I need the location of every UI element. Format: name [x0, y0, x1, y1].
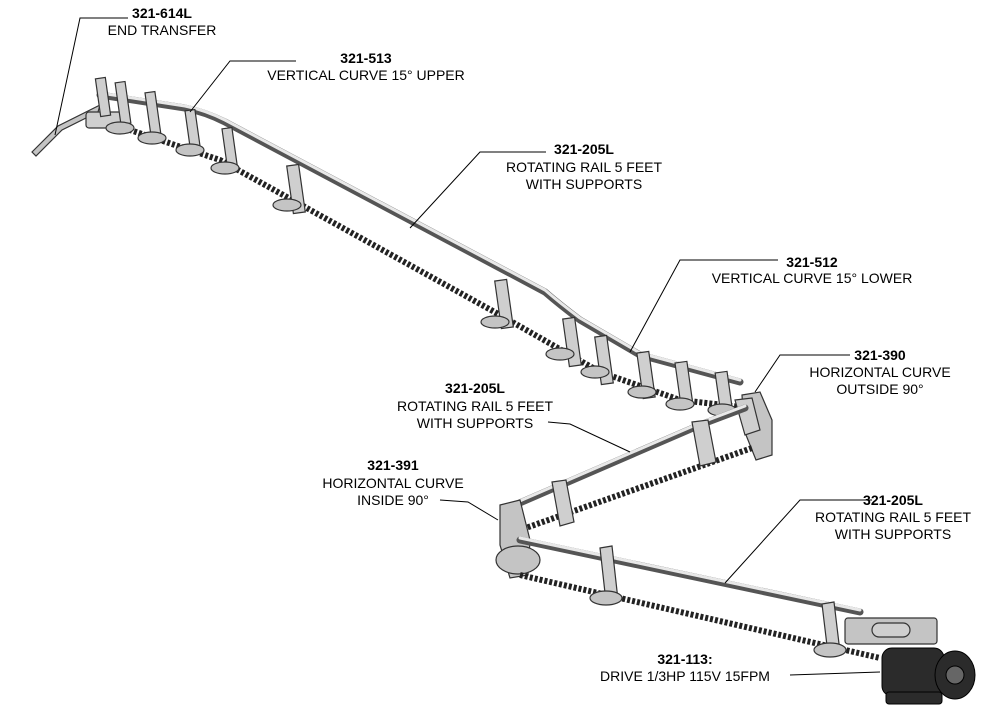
- label-rotating-rail-bottom-line-1: ROTATING RAIL 5 FEET: [815, 509, 972, 525]
- label-rotating-rail-middle-line-2: WITH SUPPORTS: [417, 415, 533, 431]
- label-vertical-curve-upper-line-1: VERTICAL CURVE 15° UPPER: [267, 67, 465, 83]
- label-rotating-rail-bottom-line-2: WITH SUPPORTS: [835, 526, 951, 542]
- label-horizontal-curve-inside: 321-391 HORIZONTAL CURVE INSIDE 90°: [322, 457, 463, 508]
- label-horizontal-curve-inside-line-2: INSIDE 90°: [357, 492, 429, 508]
- label-drive-part: 321-113:: [657, 651, 712, 667]
- label-rotating-rail-middle: 321-205L ROTATING RAIL 5 FEET WITH SUPPO…: [397, 380, 554, 431]
- label-vertical-curve-lower: 321-512 VERTICAL CURVE 15° LOWER: [712, 254, 913, 286]
- label-vertical-curve-upper-part: 321-513: [340, 50, 392, 66]
- inside-curve: [495, 499, 541, 579]
- label-rotating-rail-top-line-1: ROTATING RAIL 5 FEET: [506, 159, 663, 175]
- label-rotating-rail-top-part: 321-205L: [554, 141, 614, 157]
- leader-lines: [54, 17, 881, 676]
- label-horizontal-curve-inside-part: 321-391: [367, 457, 419, 473]
- label-rotating-rail-top-line-2: WITH SUPPORTS: [526, 176, 642, 192]
- label-rotating-rail-top: 321-205L ROTATING RAIL 5 FEET WITH SUPPO…: [506, 141, 663, 192]
- bottom-rail: [516, 536, 881, 661]
- label-vertical-curve-lower-line-1: VERTICAL CURVE 15° LOWER: [712, 270, 913, 286]
- label-horizontal-curve-inside-line-1: HORIZONTAL CURVE: [322, 475, 463, 491]
- label-end-transfer-part: 321-614L: [132, 5, 192, 21]
- end-transfer-plate: [31, 103, 125, 157]
- label-end-transfer: 321-614L END TRANSFER: [108, 5, 217, 38]
- label-horizontal-curve-outside-line-2: OUTSIDE 90°: [836, 381, 923, 397]
- label-horizontal-curve-outside-part: 321-390: [854, 347, 906, 363]
- label-horizontal-curve-outside: 321-390 HORIZONTAL CURVE OUTSIDE 90°: [809, 347, 950, 397]
- label-drive-line-1: DRIVE 1/3HP 115V 15FPM: [600, 668, 770, 684]
- label-end-transfer-line-1: END TRANSFER: [108, 22, 217, 38]
- label-drive: 321-113: DRIVE 1/3HP 115V 15FPM: [600, 651, 770, 684]
- label-vertical-curve-upper: 321-513 VERTICAL CURVE 15° UPPER: [267, 50, 465, 83]
- label-vertical-curve-lower-part: 321-512: [786, 254, 838, 270]
- label-rotating-rail-middle-line-1: ROTATING RAIL 5 FEET: [397, 398, 554, 414]
- label-rotating-rail-bottom: 321-205L ROTATING RAIL 5 FEET WITH SUPPO…: [815, 492, 972, 542]
- label-horizontal-curve-outside-line-1: HORIZONTAL CURVE: [809, 364, 950, 380]
- drive-unit: [844, 617, 976, 705]
- upper-supports: [94, 76, 737, 417]
- middle-rail: [511, 404, 753, 533]
- label-rotating-rail-middle-part: 321-205L: [445, 380, 505, 396]
- label-rotating-rail-bottom-part: 321-205L: [863, 492, 923, 508]
